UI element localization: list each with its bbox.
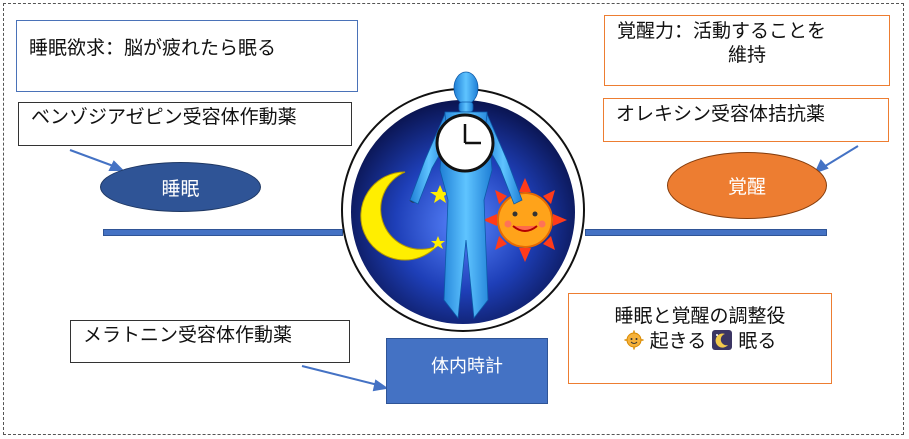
star-icon: [430, 185, 450, 249]
sleep-word: 眠る: [738, 329, 777, 352]
sleep-drive-box: 睡眠欲求：脳が疲れたら眠る: [16, 20, 358, 92]
wake-force-line1: 覚醒力：活動することを: [617, 20, 827, 42]
benzodiazepine-text: ベンゾジアゼピン受容体作動薬: [31, 106, 297, 128]
regulator-line1: 睡眠と覚醒の調整役: [614, 305, 786, 327]
sleep-drive-text: 睡眠欲求：脳が疲れたら眠る: [29, 37, 277, 59]
orexin-box: オレキシン受容体拮抗薬: [603, 98, 889, 142]
night-moon-icon: [712, 329, 733, 350]
body-clock-box: 体内時計: [386, 338, 548, 404]
wake-force-line2: 維持: [727, 43, 766, 66]
wake-word: 起きる: [649, 329, 707, 352]
diagram-frame: [3, 3, 904, 435]
wake-balance-bar: [585, 229, 827, 236]
wake-node-label: 覚醒: [727, 176, 766, 198]
sun-face-icon: [624, 330, 644, 350]
body-clock-label: 体内時計: [431, 356, 503, 377]
sleep-balance-bar: [103, 229, 343, 236]
melatonin-box: メラトニン受容体作動薬: [70, 320, 350, 363]
sun-icon: [483, 178, 567, 262]
sleep-node: 睡眠: [100, 162, 261, 212]
benzodiazepine-box: ベンゾジアゼピン受容体作動薬: [18, 102, 352, 146]
orexin-text: オレキシン受容体拮抗薬: [616, 103, 826, 125]
arrow-icon: [69, 145, 859, 392]
clock-icon: [435, 113, 495, 173]
melatonin-text: メラトニン受容体作動薬: [83, 324, 293, 346]
regulator-box: 睡眠と覚醒の調整役 起きる 眠る: [568, 293, 832, 384]
wake-force-box: 覚醒力：活動することを 維持: [604, 15, 890, 86]
regulator-line2: 起きる 眠る: [581, 329, 819, 354]
wake-node: 覚醒: [667, 152, 827, 219]
sleep-node-label: 睡眠: [161, 177, 200, 200]
